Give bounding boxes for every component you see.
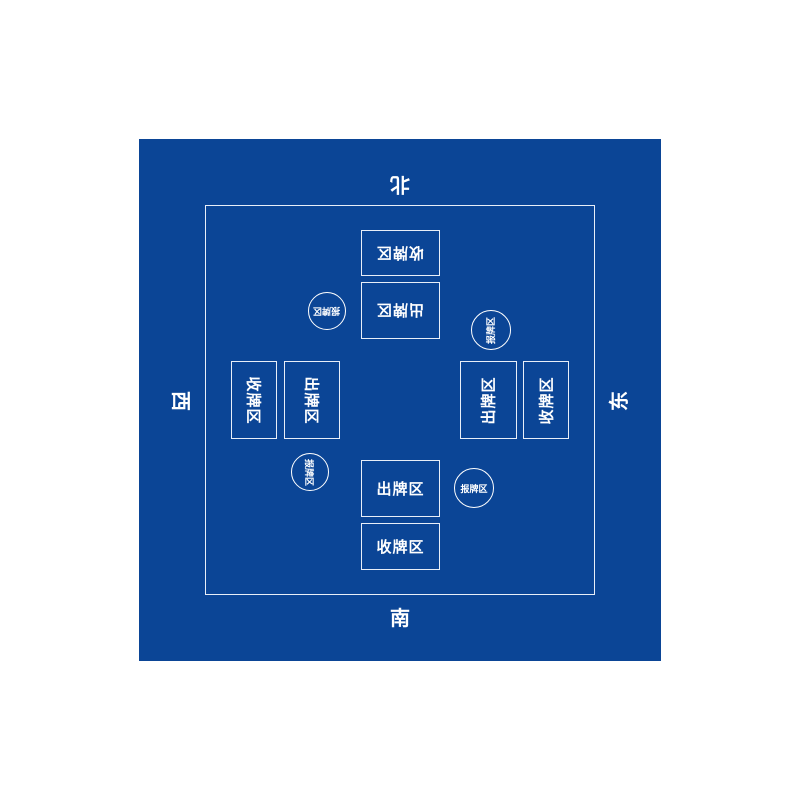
south-play-zone: 出牌区: [361, 460, 440, 517]
south-declare-zone: 报牌区: [454, 468, 494, 508]
direction-west: 西: [169, 391, 193, 411]
north-play-zone: 出牌区: [361, 282, 440, 339]
zone-label: 收牌区: [244, 375, 263, 425]
east-play-zone: 出牌区: [460, 361, 517, 439]
zone-label: 报牌区: [487, 316, 498, 344]
zone-label: 收牌区: [537, 375, 556, 425]
west-play-zone: 出牌区: [284, 361, 340, 439]
zone-label: 报牌区: [303, 458, 314, 486]
east-declare-zone: 报牌区: [471, 310, 511, 350]
zone-label: 报牌区: [313, 304, 341, 315]
west-declare-zone: 报牌区: [291, 453, 329, 491]
west-collect-zone: 收牌区: [231, 361, 277, 439]
zone-label: 报牌区: [460, 484, 488, 495]
direction-north: 北: [390, 173, 410, 197]
zone-label: 出牌区: [479, 375, 498, 425]
north-collect-zone: 收牌区: [361, 230, 440, 276]
zone-label: 出牌区: [376, 480, 425, 498]
direction-east: 东: [607, 391, 631, 411]
zone-label: 收牌区: [376, 243, 425, 262]
direction-south: 南: [390, 606, 410, 630]
south-collect-zone: 收牌区: [361, 523, 440, 570]
zone-label: 收牌区: [376, 538, 425, 556]
east-collect-zone: 收牌区: [523, 361, 569, 439]
play-area-border: [205, 205, 595, 595]
table-mat: [139, 139, 661, 661]
zone-label: 出牌区: [302, 375, 321, 425]
zone-label: 出牌区: [376, 301, 425, 319]
north-declare-zone: 报牌区: [308, 292, 346, 330]
